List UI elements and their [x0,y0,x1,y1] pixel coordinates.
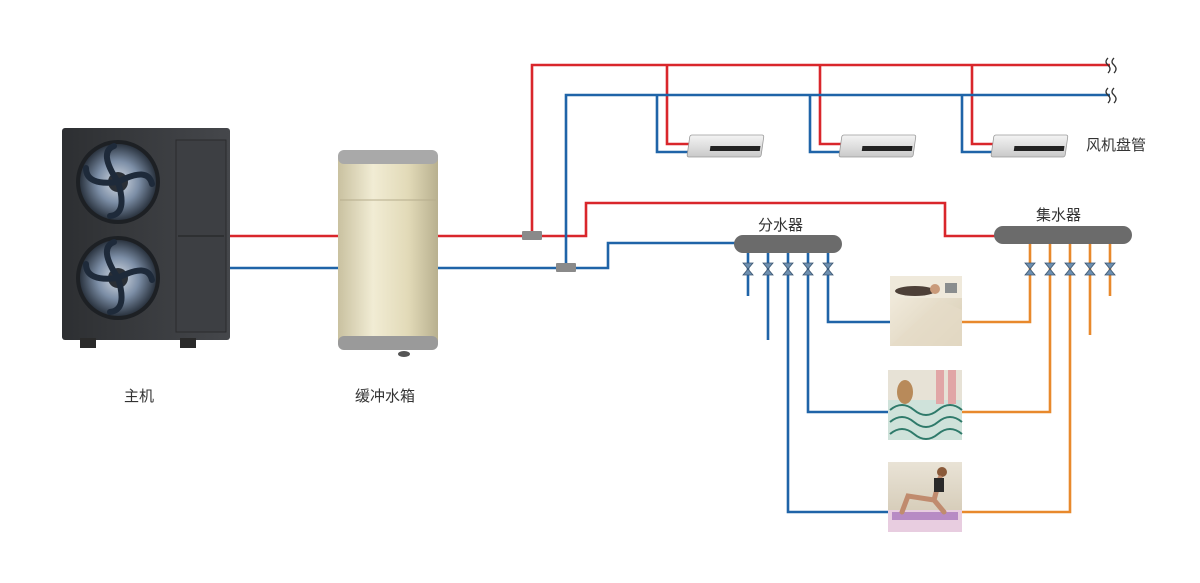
pipe-break-icon [1105,57,1117,104]
distributor-feed-pipe [566,241,738,270]
heat-pump-outdoor-unit-icon [62,128,230,348]
main-return-pipe [228,93,1110,270]
ceiling-fan-coil-unit-icon [686,134,1069,158]
fan-coil-supply-drops [665,65,994,146]
manifold-valve-icon [742,262,1116,276]
main-unit-label: 主机 [124,387,155,405]
collector-inlets [962,244,1112,514]
distributor-label: 分水器 [758,216,804,234]
person-doing-yoga-on-floor-photo [888,462,962,532]
person-lying-on-warm-floor-photo [890,276,962,346]
distributor-manifold [734,235,842,253]
return-tee-fitting [556,263,576,272]
supply-tee-fitting [522,231,542,240]
fan-coil-label: 风机盘管 [1086,136,1147,154]
collector-label: 集水器 [1036,206,1082,224]
fan-coil-return-drops [655,95,994,154]
collector-manifold [994,226,1132,244]
buffer-tank-label: 缓冲水箱 [355,387,416,405]
underfloor-heating-pipes-photo [888,370,963,440]
buffer-water-tank-icon [338,150,438,357]
distributor-outlets [746,252,890,514]
floor-supply-pipe [532,201,996,238]
